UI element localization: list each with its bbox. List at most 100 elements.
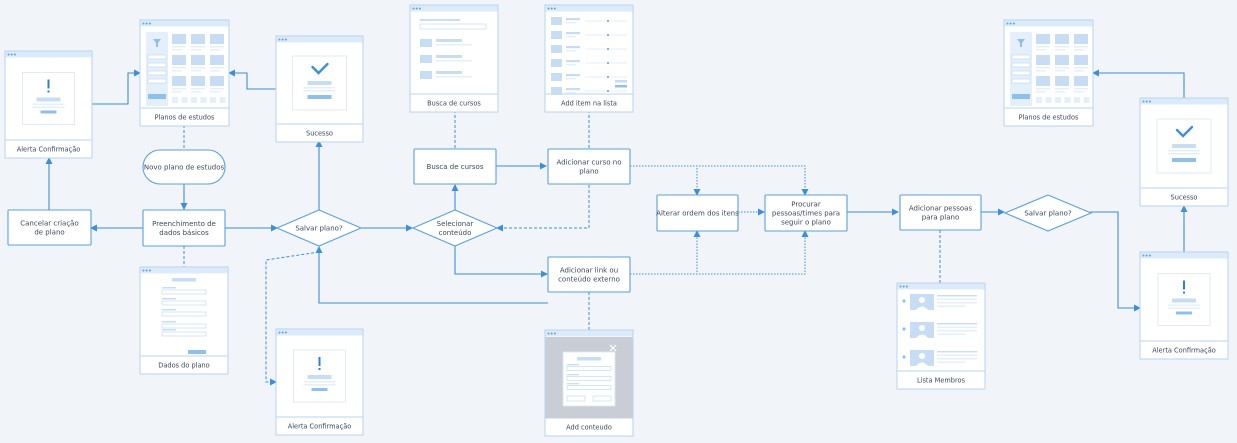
screen-dados-do-plano[interactable]: Dados do plano: [139, 266, 229, 375]
screen-alerta-confirmacao-2-titlebar: [276, 329, 363, 336]
screen-sucesso-2[interactable]: Sucesso: [1139, 97, 1229, 207]
node-alterar-ordem-label: Alterar ordem dos itens: [656, 210, 739, 218]
node-cancelar-shape: [7, 209, 92, 246]
node-busca-label: Busca de cursos: [427, 163, 484, 171]
screen-alerta-confirmacao-2-caption: Alerta Confirmação: [288, 423, 352, 431]
decision-salvar-1-shape: [275, 209, 363, 247]
screen-sucesso-2-titlebar: [1140, 98, 1228, 105]
edge-addlink-to-salvar1: [315, 246, 548, 304]
edge-selecionar-to-addlink: [454, 246, 548, 278]
screen-alerta-confirmacao-2[interactable]: Alerta Confirmação: [275, 328, 364, 436]
screen-add-item-na-lista-titlebar: [545, 5, 633, 12]
connectors-dotted: [630, 165, 809, 275]
screen-planos-de-estudos-1[interactable]: Planos de estudos: [139, 19, 230, 127]
decision-salvar-2-shape: [1003, 194, 1093, 232]
exclamation-icon: [47, 79, 50, 93]
screen-add-item-na-lista[interactable]: Add item na lista: [544, 4, 634, 113]
screen-planos-de-estudos-1-titlebar: [140, 20, 229, 27]
edge-addcurso-to-alterar: [630, 165, 701, 196]
node-procurar-pessoas-shape: [764, 194, 848, 232]
screen-planos-de-estudos-2-titlebar: [1004, 20, 1093, 27]
screen-lista-membros-caption: Lista Membros: [917, 377, 966, 385]
screen-alerta-confirmacao-3-titlebar: [1140, 252, 1228, 259]
connectors-dashed: [183, 112, 941, 382]
window-dots-icon: [547, 332, 556, 335]
screen-sucesso-2-caption: Sucesso: [1171, 194, 1198, 202]
screen-cards: Alerta Confirmação Planos de estudosSuces…: [4, 4, 1229, 437]
window-dots-icon: [278, 38, 287, 41]
terminal-novo-plano-shape: [142, 149, 226, 185]
screen-alerta-confirmacao-3[interactable]: Alerta Confirmação: [1139, 251, 1229, 360]
screen-dados-do-plano-frame: [139, 266, 229, 375]
connectors: [45, 69, 1188, 312]
decision-selecionar-shape: [411, 209, 499, 247]
edge-addlink-to-procurar: [630, 230, 809, 275]
node-adicionar-pessoas-shape: [899, 194, 982, 231]
checkmark-icon: [311, 62, 329, 75]
decision-salvar-2-label: Salvar plano?: [1024, 210, 1072, 218]
node-busca[interactable]: Busca de cursos: [413, 148, 497, 185]
screen-planos-de-estudos-2[interactable]: Planos de estudos: [1003, 19, 1094, 127]
screen-planos-de-estudos-1-caption: Planos de estudos: [155, 114, 215, 122]
node-adicionar-link-shape: [547, 256, 631, 293]
screen-add-item-na-lista-caption: Add item na lista: [561, 100, 617, 108]
exclamation-icon: [318, 357, 321, 370]
screen-sucesso-1[interactable]: Sucesso: [275, 35, 364, 143]
screen-dados-do-plano-caption: Dados do plano: [158, 362, 209, 370]
node-adicionar-curso-shape: [547, 148, 631, 185]
window-dots-icon: [142, 269, 151, 272]
edge-addcurso-to-selecionar: [496, 185, 590, 232]
edge-sucesso1-to-planos1: [228, 69, 276, 90]
checkmark-icon: [1175, 125, 1194, 138]
screen-busca-de-cursos[interactable]: Busca de cursos: [409, 4, 499, 113]
screen-planos-de-estudos-2-caption: Planos de estudos: [1019, 114, 1079, 122]
screen-add-conteudo[interactable]: Add conteudo: [544, 329, 634, 437]
screen-sucesso-1-titlebar: [276, 36, 363, 43]
screen-alerta-confirmacao-1-caption: Alerta Confirmação: [17, 146, 81, 154]
screen-sucesso-1-caption: Sucesso: [306, 130, 333, 138]
window-dots-icon: [1142, 100, 1151, 103]
window-dots-icon: [547, 7, 556, 10]
screen-busca-de-cursos-titlebar: [410, 5, 498, 12]
edge-selecionar-to-alerta2: [265, 227, 412, 382]
window-dots-icon: [412, 7, 421, 10]
edge-sucesso2-to-planos2: [1092, 69, 1185, 98]
decision-salvar-2[interactable]: Salvar plano?: [1003, 194, 1093, 232]
terminal-novo-plano-label: Novo plano de estudos: [144, 164, 225, 172]
edge-addlink-to-alterar: [630, 230, 701, 275]
funnel-icon: [1017, 39, 1025, 47]
edge-addcurso-to-procurar: [630, 165, 809, 196]
screen-alerta-confirmacao-1[interactable]: Alerta Confirmação: [4, 50, 93, 159]
terminal-novo-plano[interactable]: Novo plano de estudos: [142, 149, 226, 185]
decision-salvar-1[interactable]: Salvar plano?: [275, 209, 363, 247]
screen-add-conteudo-titlebar: [545, 330, 633, 337]
screen-alerta-confirmacao-3-caption: Alerta Confirmação: [1152, 347, 1216, 355]
screen-alerta-confirmacao-1-titlebar: [5, 51, 92, 58]
node-alterar-ordem[interactable]: Alterar ordem dos itens: [656, 194, 739, 232]
screen-lista-membros[interactable]: Lista Membros: [896, 282, 986, 390]
screen-busca-de-cursos-caption: Busca de cursos: [427, 100, 481, 108]
window-dots-icon: [1006, 22, 1015, 25]
edge-alerta1-to-planos1: [92, 69, 141, 105]
screen-lista-membros-titlebar: [897, 283, 985, 290]
close-icon: [609, 344, 617, 352]
window-dots-icon: [278, 331, 287, 334]
decision-salvar-1-label: Salvar plano?: [295, 225, 343, 233]
screen-add-conteudo-caption: Add conteudo: [566, 424, 612, 432]
screen-dados-do-plano-titlebar: [140, 267, 228, 274]
search-field: [419, 23, 487, 30]
window-dots-icon: [142, 22, 151, 25]
